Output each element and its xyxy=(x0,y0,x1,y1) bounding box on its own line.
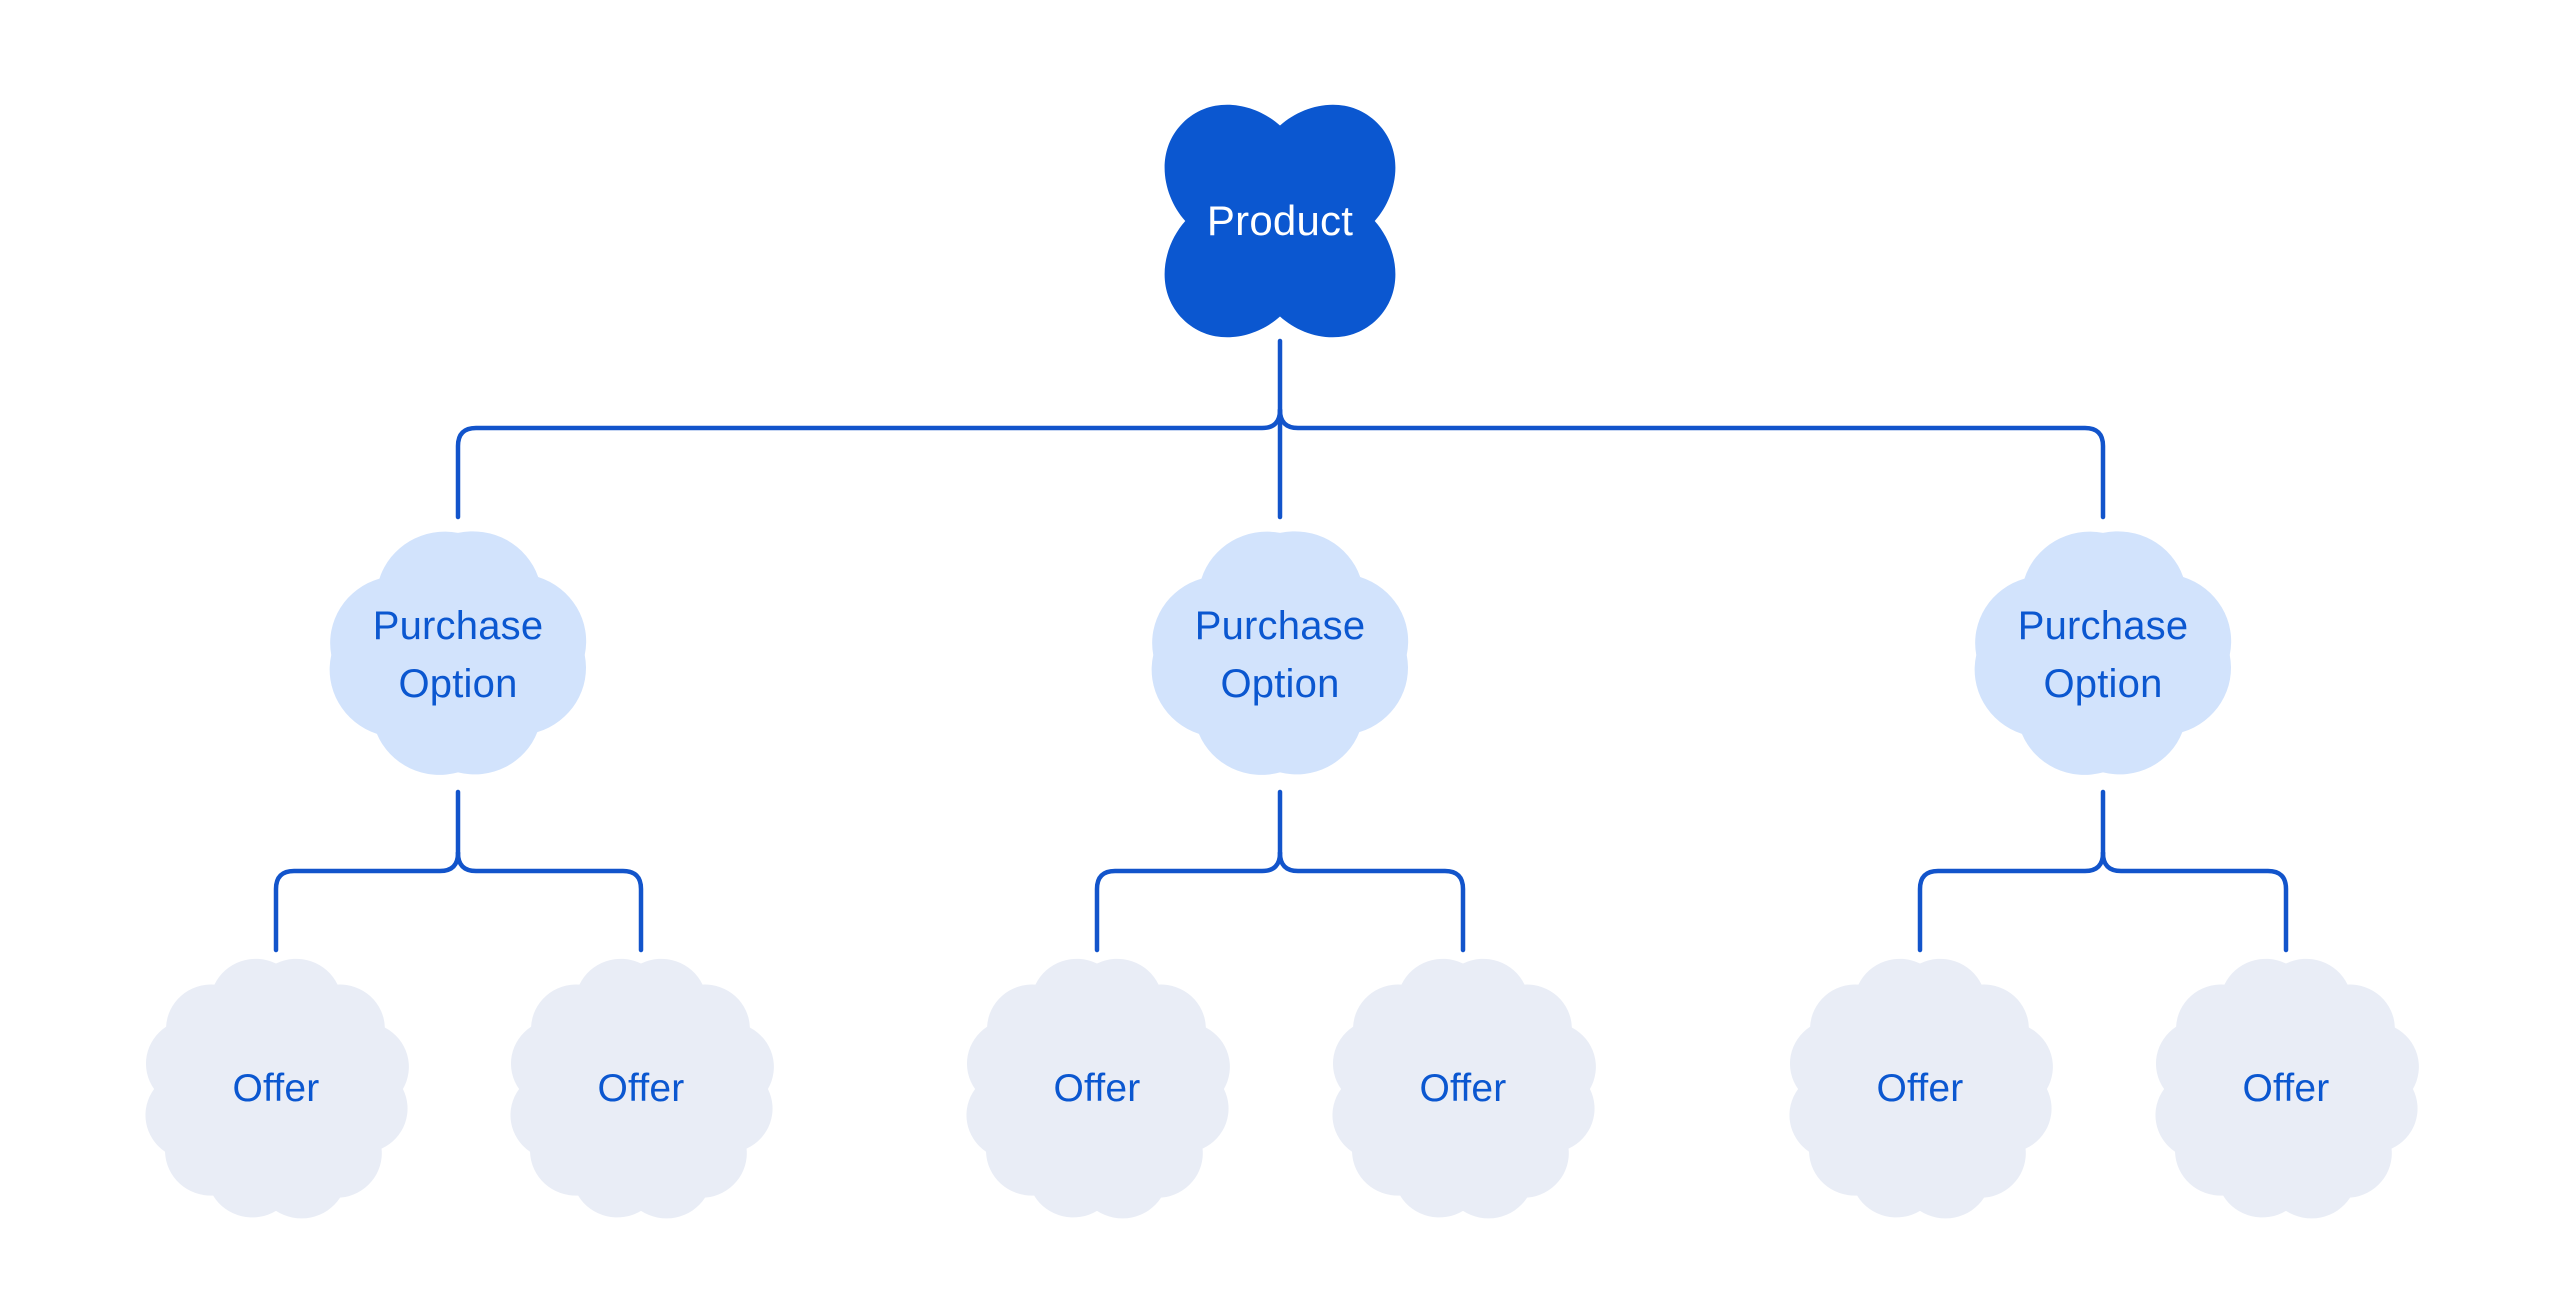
connector-line xyxy=(455,407,1283,520)
offer-label: Offer xyxy=(1419,1066,1507,1110)
scallop-seal-shape xyxy=(1332,958,1596,1219)
offer-label: Offer xyxy=(597,1066,685,1110)
offer-node-1: Offer xyxy=(131,947,421,1231)
scallop-seal-shape xyxy=(510,958,774,1219)
purchase-option-node-2: Purchase Option xyxy=(1134,513,1426,797)
scallop-seal-shape xyxy=(145,958,409,1219)
connector-option3-to-offers xyxy=(1917,789,2289,953)
cloud-blob-shape xyxy=(1974,531,2232,775)
offer-label: Offer xyxy=(1053,1066,1141,1110)
purchase-option-node-1: Purchase Option xyxy=(312,513,604,797)
offer-node-3: Offer xyxy=(952,947,1242,1231)
connector-line xyxy=(273,850,461,953)
connector-line xyxy=(1277,407,2106,520)
scallop-seal-shape xyxy=(1789,958,2053,1219)
connector-line xyxy=(1094,850,1283,953)
purchase-option-label: Purchase Option xyxy=(2017,604,2189,706)
purchase-option-label: Purchase Option xyxy=(372,604,544,706)
offer-label: Offer xyxy=(232,1066,320,1110)
connector-option2-to-offers xyxy=(1094,789,1466,953)
offer-label: Offer xyxy=(1876,1066,1964,1110)
offer-node-4: Offer xyxy=(1318,947,1608,1231)
connector-line xyxy=(455,850,644,953)
offer-node-6: Offer xyxy=(2141,947,2431,1231)
cloud-blob-shape xyxy=(1151,531,1409,775)
connector-product-to-options xyxy=(455,338,2106,520)
connector-line xyxy=(1277,850,1466,953)
cloud-blob-shape xyxy=(329,531,587,775)
connector-option1-to-offers xyxy=(273,789,644,953)
scallop-seal-shape xyxy=(966,958,1230,1219)
connector-line xyxy=(2100,850,2289,953)
product-label: Product xyxy=(1206,196,1354,244)
purchase-option-label: Purchase Option xyxy=(1194,604,1366,706)
offer-node-5: Offer xyxy=(1775,947,2065,1231)
clover-blob-shape xyxy=(1164,104,1396,338)
connector-line xyxy=(1917,850,2106,953)
offer-node-2: Offer xyxy=(496,947,786,1231)
purchase-option-node-3: Purchase Option xyxy=(1957,513,2249,797)
offer-label: Offer xyxy=(2242,1066,2330,1110)
scallop-seal-shape xyxy=(2155,958,2419,1219)
product-node: Product xyxy=(1152,92,1408,350)
